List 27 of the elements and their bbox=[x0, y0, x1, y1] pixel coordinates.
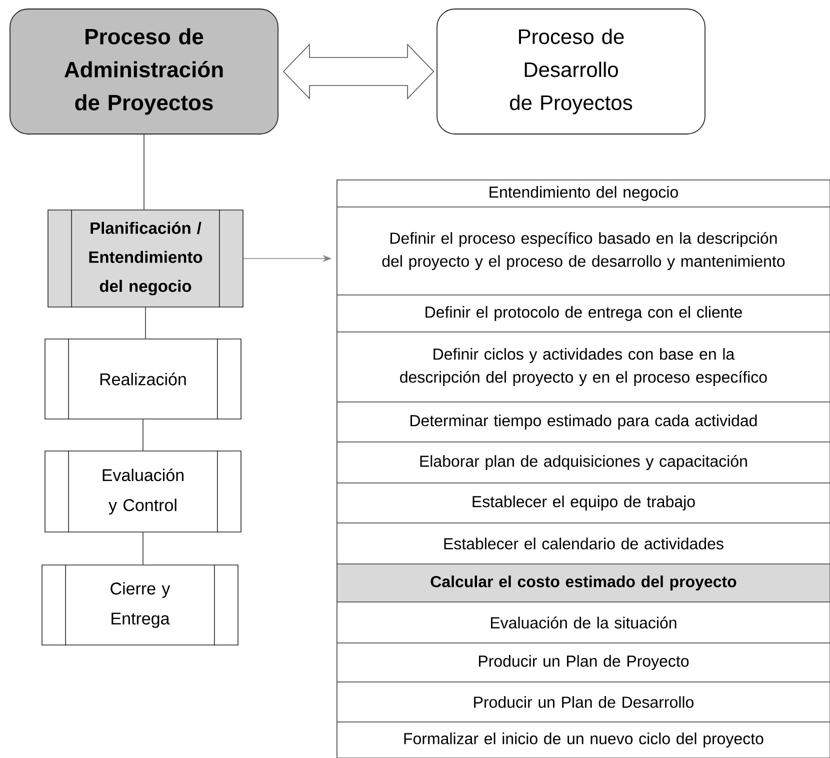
subprocess-box: Realización bbox=[44, 338, 242, 420]
table-row: Calcular el costo estimado del proyecto bbox=[336, 564, 830, 602]
table-row: Determinar tiempo estimado para cada actividad bbox=[336, 402, 830, 442]
table-row: Definir ciclos y actividades con base en la descripción del proyecto y en el proceso específico bbox=[336, 332, 830, 402]
table-row: Establecer el equipo de trabajo bbox=[336, 482, 830, 524]
node-label: Entendimiento del negocio bbox=[490, 186, 678, 201]
node-label: Definir el protocolo de entrega con el cliente bbox=[426, 306, 742, 321]
table-row: Establecer el calendario de actividades bbox=[336, 522, 830, 564]
node-label: Elaborar plan de adquisiciones y capacitación bbox=[420, 454, 747, 470]
table-row: Entendimiento del negocio bbox=[336, 180, 830, 208]
connector-line bbox=[145, 306, 146, 340]
table-row: Producir un Plan de Desarrollo bbox=[336, 682, 830, 722]
connector-line bbox=[142, 418, 144, 452]
node-label: Evaluación de la situación bbox=[490, 616, 676, 628]
subprocess-box: Planificación / Entendimiento del negocio bbox=[48, 209, 244, 308]
subprocess-box: Evaluación y Control bbox=[44, 450, 242, 533]
connector-line bbox=[142, 532, 144, 566]
node-label: Definir el proceso específico basado en la descripción del proyecto y el proceso de desarrollo y mantenimiento bbox=[382, 232, 785, 270]
process-box: Proceso de Desarrollo de Proyectos bbox=[436, 8, 706, 134]
table-row: Definir el protocolo de entrega con el cliente bbox=[336, 294, 830, 332]
table-row: Formalizar el inicio de un nuevo ciclo del proyecto bbox=[336, 722, 830, 758]
process-box: Proceso de Administración de Proyectos bbox=[10, 8, 278, 134]
subprocess-box: Cierre y Entrega bbox=[42, 564, 238, 646]
node-label: Establecer el equipo de trabajo bbox=[472, 496, 695, 510]
table-row: Elaborar plan de adquisiciones y capacitación bbox=[336, 442, 830, 484]
table-row: Evaluación de la situación bbox=[336, 602, 830, 644]
table-row: Producir un Plan de Proyecto bbox=[336, 642, 830, 682]
